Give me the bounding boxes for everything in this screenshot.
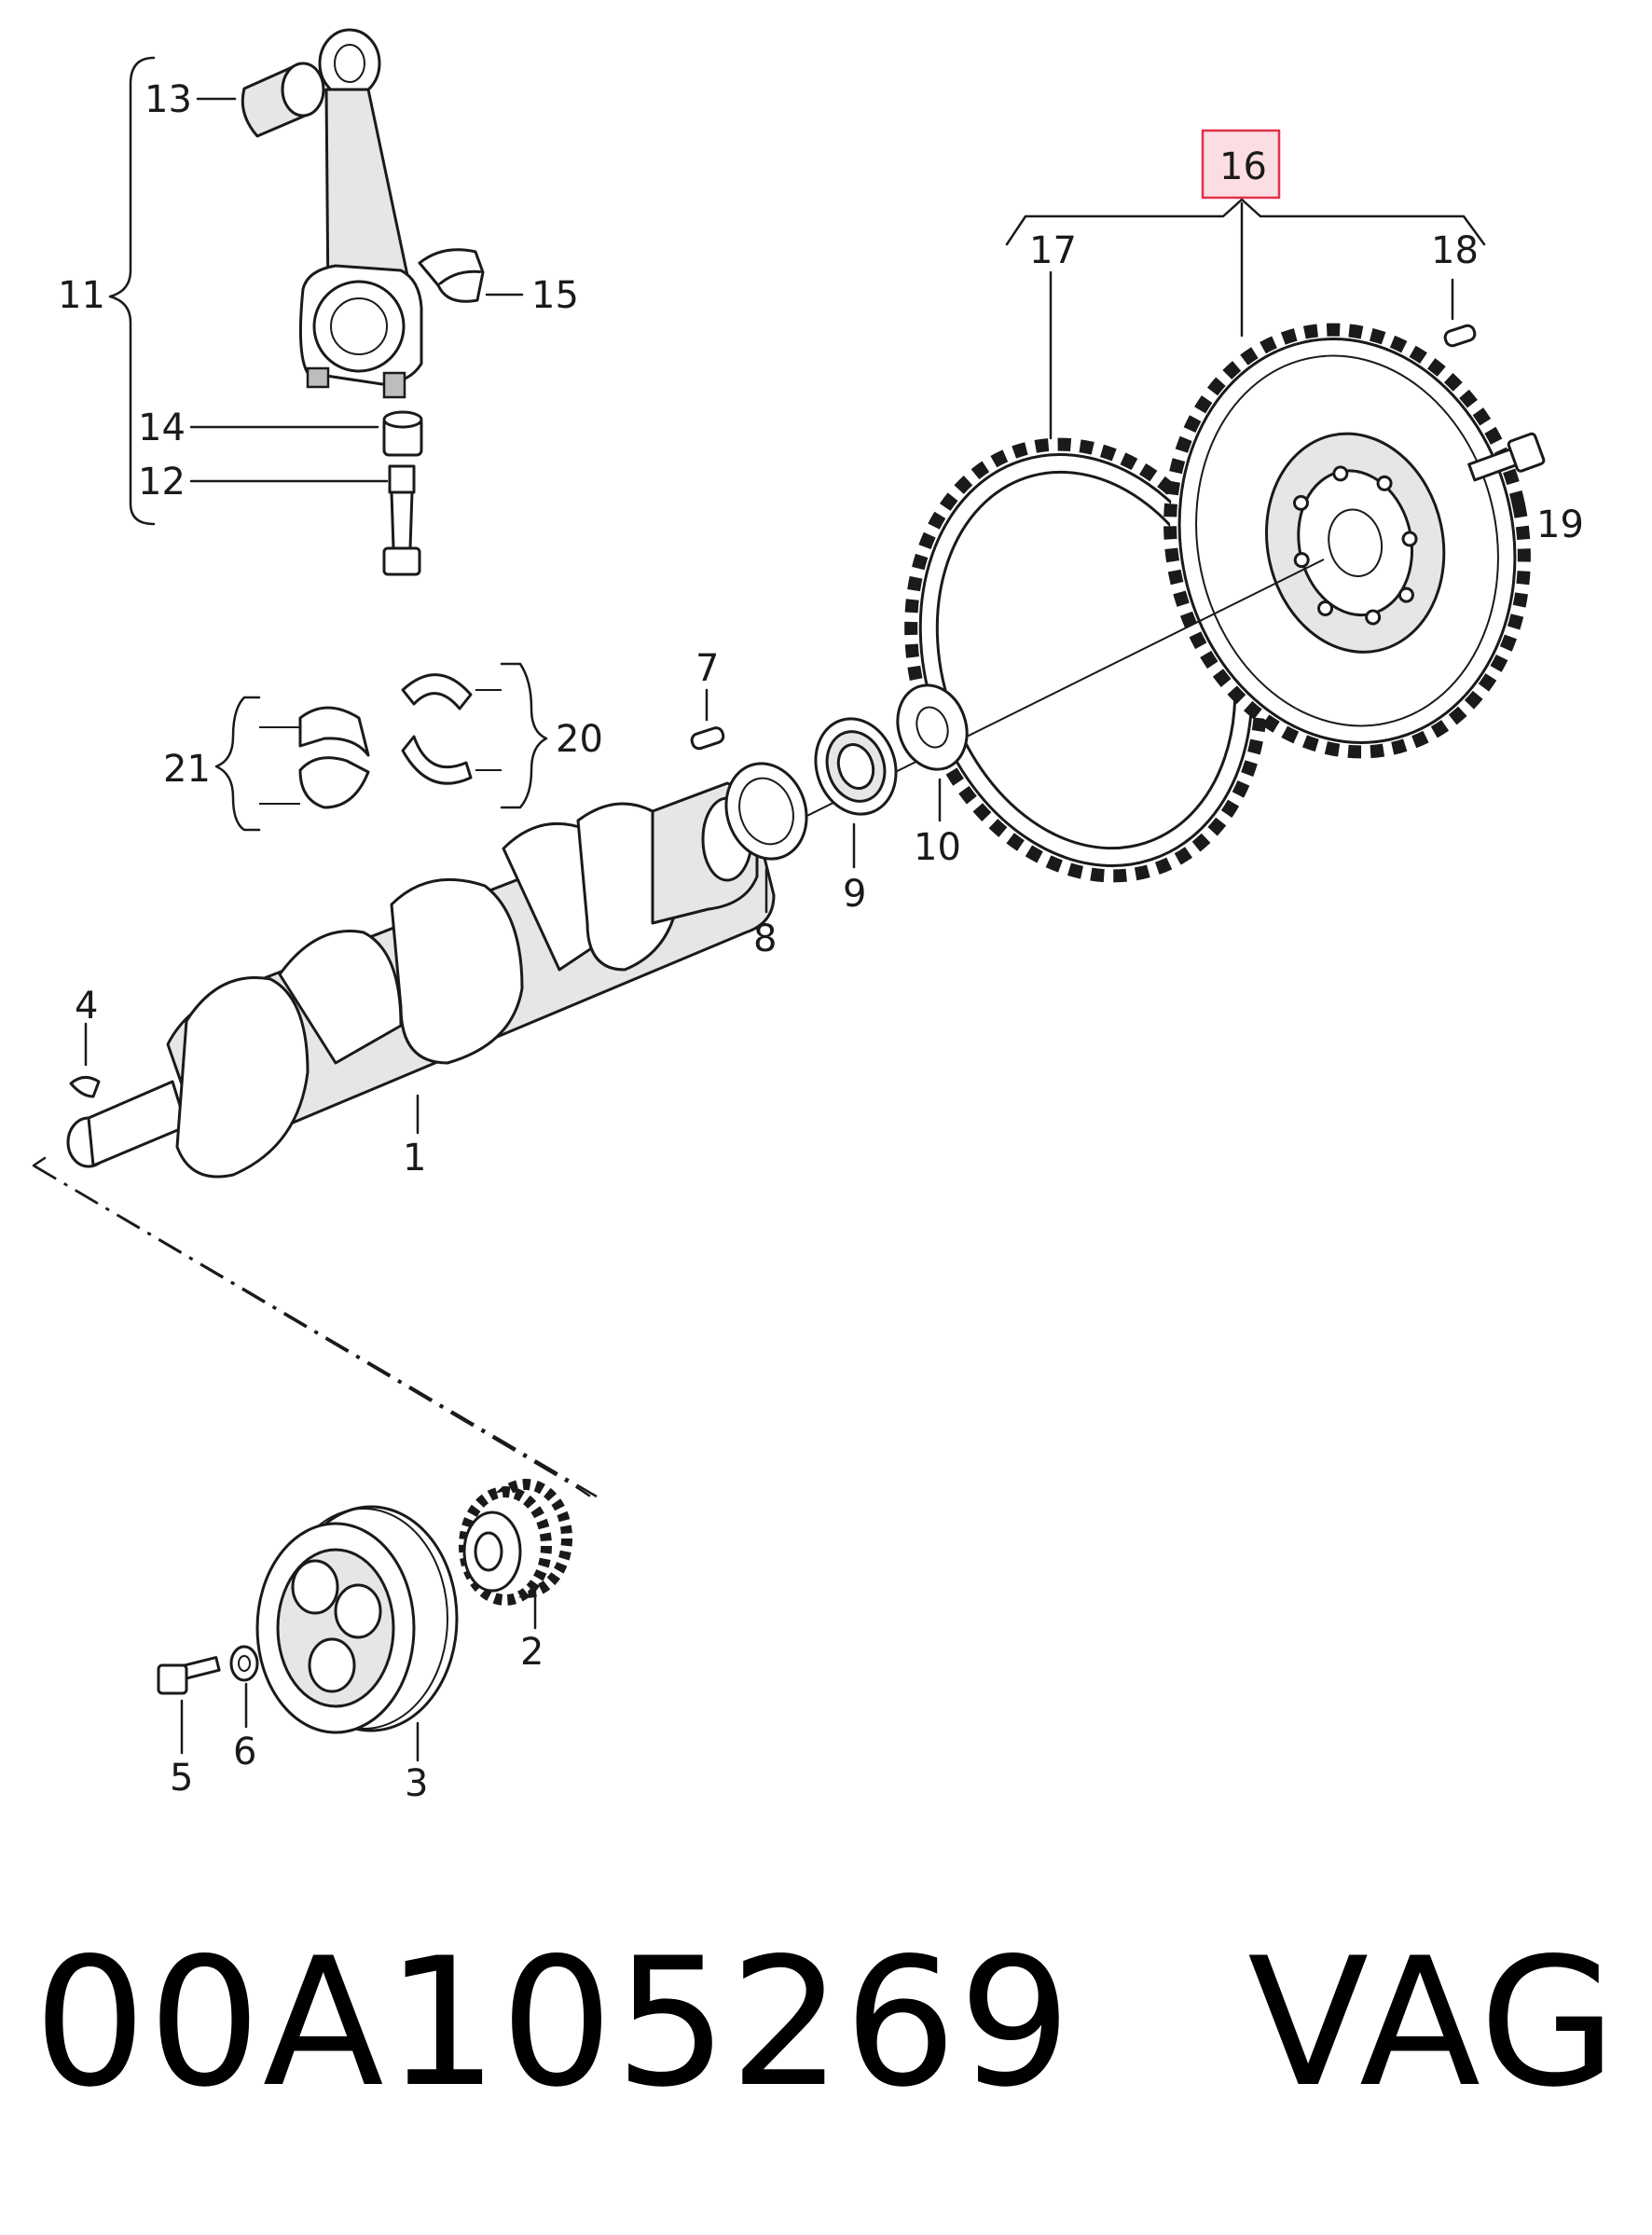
callout-12: 12: [138, 461, 186, 504]
pulley-bolt: [157, 1656, 221, 1695]
callout-3: 3: [405, 1762, 428, 1805]
part-number: 00A105269: [34, 1920, 1074, 2126]
callout-16: 16: [1219, 145, 1267, 188]
callout-20: 20: [556, 718, 603, 761]
main-bearing-group: [214, 662, 548, 832]
callout-8: 8: [753, 917, 777, 960]
connecting-rod: [298, 28, 423, 399]
thrust-washer-upper: [401, 673, 473, 711]
callout-18: 18: [1431, 229, 1479, 272]
timing-sprocket: [459, 1479, 572, 1606]
woodruff-key: [69, 1076, 101, 1098]
pulley-washer: [229, 1645, 259, 1682]
crankshaft-pulley: [255, 1505, 459, 1734]
con-rod-bushing: [241, 62, 325, 138]
connecting-rod-group: [108, 28, 524, 576]
callout-6: 6: [233, 1731, 256, 1773]
pulley-group: [32, 1156, 598, 1762]
thrust-washer-lower: [401, 735, 473, 785]
callout-19: 19: [1536, 504, 1584, 546]
flywheel: [1163, 323, 1531, 759]
callout-2: 2: [520, 1631, 544, 1674]
con-rod-bolt: [382, 464, 421, 576]
callout-11: 11: [58, 274, 105, 317]
flywheel-group: [904, 129, 1546, 883]
bearing-shell-upper: [298, 706, 370, 757]
dowel-sleeve: [690, 726, 725, 751]
callout-1: 1: [403, 1137, 426, 1180]
callout-7: 7: [695, 647, 719, 690]
footer-spacer: [1073, 1920, 1247, 2126]
callout-21: 21: [163, 748, 211, 791]
spacer-washer: [896, 683, 969, 771]
brand-name: VAG: [1247, 1920, 1618, 2126]
seal-ring: [724, 762, 808, 861]
con-rod-bearing-shell: [418, 248, 485, 287]
callout-14: 14: [138, 407, 186, 449]
callout-5: 5: [170, 1757, 193, 1800]
con-rod-sleeve: [382, 410, 423, 457]
callout-labels: 1 2 3 4 5 6 7 8 9 10 11 12 13 14 15 16 1…: [58, 78, 1584, 1805]
dowel-pin: [1443, 324, 1477, 348]
callout-17: 17: [1029, 229, 1077, 272]
crankshaft: [66, 781, 776, 1179]
callout-9: 9: [843, 873, 866, 916]
highlight-box: [1201, 129, 1281, 200]
callout-15: 15: [531, 274, 579, 317]
flywheel-bolt: [1467, 432, 1546, 482]
crankshaft-group: [66, 559, 1325, 1179]
part-number-footer: 00A105269 VAG: [34, 1935, 1618, 2112]
callout-13: 13: [145, 78, 192, 121]
callout-10: 10: [914, 826, 961, 869]
callout-4: 4: [75, 985, 98, 1028]
bearing-shell-lower: [298, 756, 370, 809]
needle-bearing: [814, 717, 898, 816]
